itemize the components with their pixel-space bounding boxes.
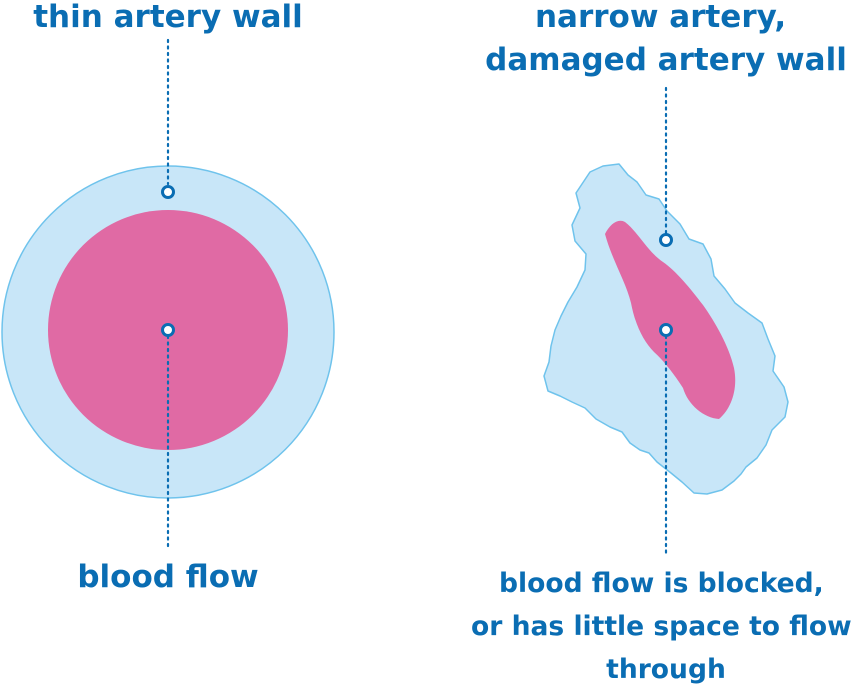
healthy-flow-label: blood flow [77,559,258,595]
damaged-wall-label-line-1: narrow artery, [535,0,786,35]
damaged-blood-flow-area [605,220,736,419]
damaged-wall-marker [659,233,673,247]
damaged-wall-label: narrow artery, damaged artery wall [485,0,847,78]
damaged-flow-label: blood flow is blocked, or has little spa… [471,568,861,685]
healthy-flow-marker [161,323,175,337]
healthy-wall-label: thin artery wall [33,0,303,35]
damaged-artery: narrow artery, damaged artery wall blood… [471,0,861,685]
healthy-artery: thin artery wall blood flow [1,0,335,595]
damaged-flow-label-line-3: through [606,654,726,685]
damaged-flow-label-line-2: or has little space to flow [471,611,852,642]
damaged-flow-marker [659,323,673,337]
damaged-flow-label-line-1: blood flow is blocked, [499,568,824,599]
damaged-wall-label-line-2: damaged artery wall [485,42,847,78]
healthy-wall-marker [161,185,175,199]
